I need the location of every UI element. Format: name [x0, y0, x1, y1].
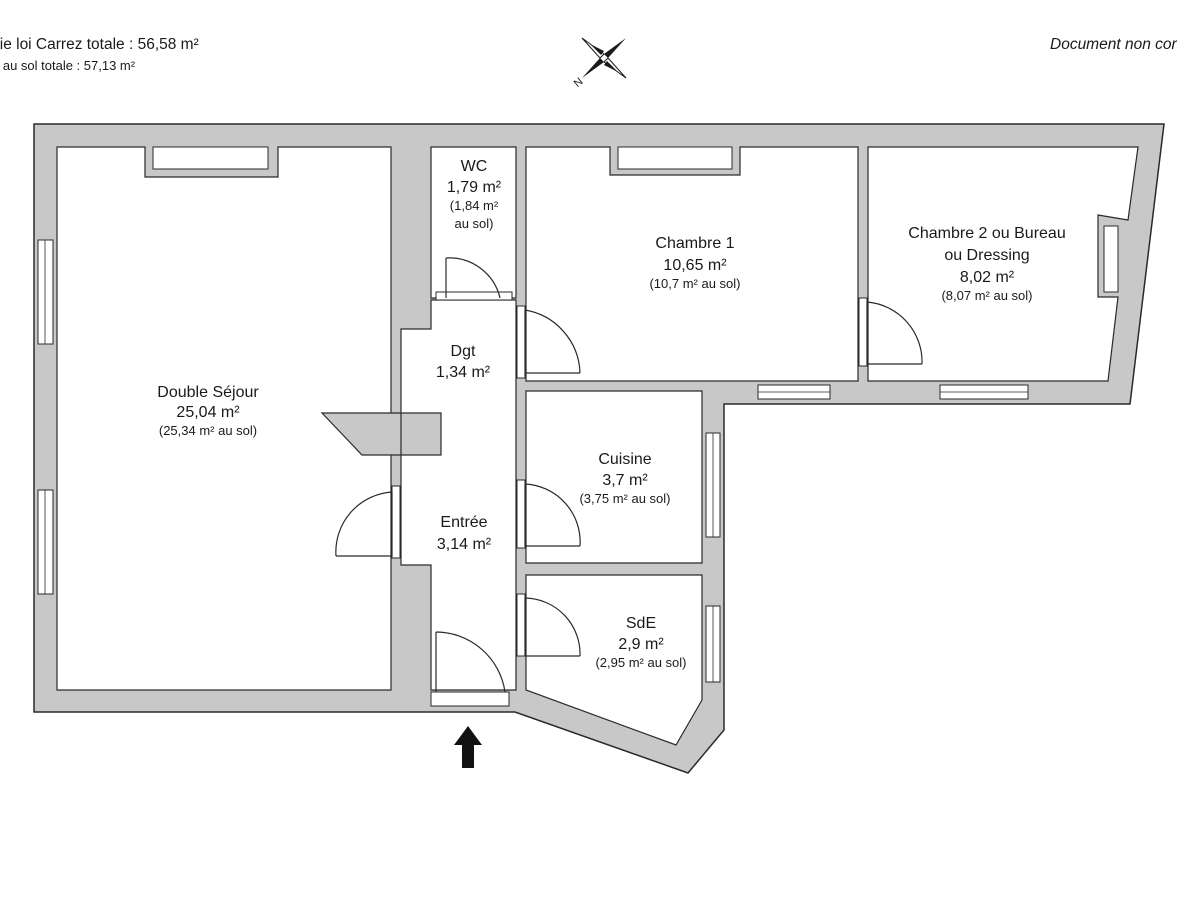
label-entree-area: 3,14 m²	[437, 536, 492, 553]
label-chambre1-sol: (10,7 m² au sol)	[649, 276, 740, 291]
label-sde-sol: (2,95 m² au sol)	[595, 655, 686, 670]
label-dgt-name: Dgt	[451, 343, 476, 360]
door-frame-chambre1	[516, 305, 526, 379]
label-wc-sol-2: au sol)	[454, 216, 493, 231]
shaft-block	[320, 412, 402, 456]
label-cuisine-name: Cuisine	[598, 451, 651, 468]
disclaimer-label: Document non cor	[1050, 36, 1177, 53]
label-dgt-area: 1,34 m²	[436, 364, 491, 381]
room-wc	[430, 146, 517, 299]
label-chambre2-sol: (8,07 m² au sol)	[941, 288, 1032, 303]
label-entree-name: Entrée	[440, 514, 487, 531]
door-frame-entree	[430, 691, 510, 707]
door-frame-sejour	[391, 485, 401, 559]
room-sde	[525, 574, 703, 746]
label-chambre2-name-2: ou Dressing	[944, 247, 1029, 264]
label-wc-area: 1,79 m²	[447, 179, 502, 196]
label-cuisine-sol: (3,75 m² au sol)	[579, 491, 670, 506]
compass-icon	[581, 37, 627, 79]
door-frame-sde	[516, 593, 526, 657]
label-chambre2-name-1: Chambre 2 ou Bureau	[908, 225, 1065, 242]
door-frame-chambre2	[858, 297, 868, 367]
floor-total-label: e au sol totale : 57,13 m²	[0, 58, 136, 73]
label-chambre1-name: Chambre 1	[655, 235, 734, 252]
label-wc-sol-1: (1,84 m²	[450, 198, 499, 213]
window-sejour-left-2	[37, 489, 54, 595]
window-chambre1-top	[617, 146, 733, 170]
door-frame-cuisine	[516, 479, 526, 549]
entrance-arrow-icon	[454, 726, 482, 768]
label-double-sejour-sol: (25,34 m² au sol)	[159, 423, 257, 438]
window-sejour-left-1	[37, 239, 54, 345]
label-cuisine-area: 3,7 m²	[602, 472, 648, 489]
label-sde-area: 2,9 m²	[618, 636, 664, 653]
window-chambre2-niche	[1103, 225, 1119, 293]
room-cuisine	[525, 390, 703, 564]
carrez-total-label: cie loi Carrez totale : 56,58 m²	[0, 36, 199, 53]
label-double-sejour-area: 25,04 m²	[176, 404, 240, 421]
label-double-sejour-name: Double Séjour	[157, 384, 259, 401]
window-sejour-top	[152, 146, 269, 170]
compass-north-letter: N	[572, 76, 586, 90]
room-double-sejour	[56, 146, 392, 691]
room-dgt-entree	[400, 299, 517, 691]
label-wc-name: WC	[461, 158, 488, 175]
label-sde-name: SdE	[626, 615, 656, 632]
room-chambre-2	[867, 146, 1139, 382]
door-frame-wc	[435, 291, 513, 301]
label-chambre2-area: 8,02 m²	[960, 269, 1015, 286]
room-chambre-1	[525, 146, 859, 382]
label-chambre1-area: 10,65 m²	[663, 257, 727, 274]
